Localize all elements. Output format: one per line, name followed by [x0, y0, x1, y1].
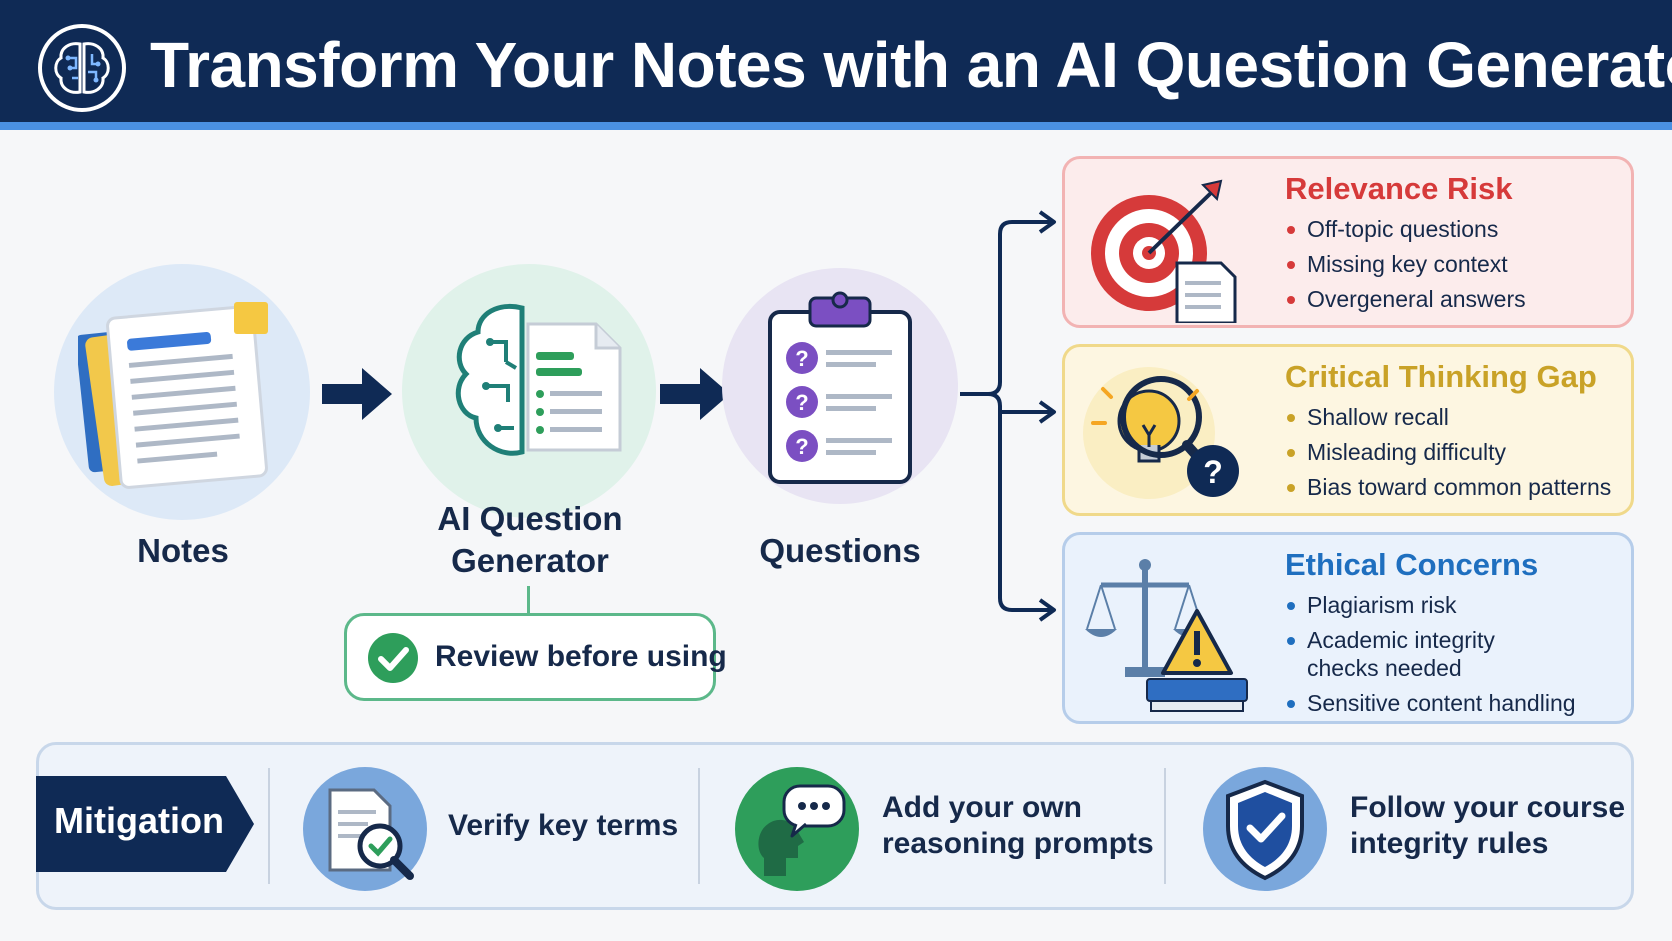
- mitigation-divider: [1164, 768, 1166, 884]
- risk-item: Plagiarism risk: [1285, 591, 1576, 619]
- review-connector: [527, 586, 530, 614]
- page-title: Transform Your Notes with an AI Question…: [150, 29, 1672, 101]
- mitigation-text-reasoning: Add your own reasoning prompts: [882, 790, 1154, 862]
- flow-step-label-notes: Notes: [137, 532, 229, 569]
- mitigation-text-verify: Verify key terms: [448, 808, 678, 844]
- risk-title: Relevance Risk: [1285, 171, 1513, 206]
- branch-connector: [960, 210, 1056, 622]
- risk-item: Academic integrity: [1285, 626, 1576, 654]
- svg-text:?: ?: [1203, 454, 1223, 490]
- risk-item: Off-topic questions: [1285, 215, 1526, 243]
- scales-warning-icon: [1085, 559, 1248, 712]
- svg-text:?: ?: [795, 434, 808, 459]
- risk-card-relevance: Relevance Risk Off-topic questions Missi…: [1062, 156, 1634, 328]
- risk-item: Missing key context: [1285, 250, 1526, 278]
- risk-item: Misleading difficulty: [1285, 438, 1611, 466]
- flow-step-label-questions: Questions: [759, 532, 921, 569]
- clipboard-questions-icon: ? ? ?: [768, 291, 912, 484]
- mitigation-line: Follow your course: [1350, 791, 1626, 824]
- target-arrow-icon: [1091, 179, 1237, 323]
- generator-label-line2: Generator: [451, 542, 609, 579]
- mitigation-divider: [268, 768, 270, 884]
- risk-item: Overgeneral answers: [1285, 285, 1526, 313]
- risk-item-continuation: checks needed: [1307, 655, 1462, 681]
- risk-list: Shallow recall Misleading difficulty Bia…: [1285, 403, 1611, 508]
- svg-text:?: ?: [795, 390, 808, 415]
- mitigation-tag: [36, 776, 254, 872]
- risk-title: Ethical Concerns: [1285, 547, 1539, 582]
- mitigation-divider: [698, 768, 700, 884]
- review-before-using-box: Review before using: [344, 613, 727, 701]
- generator-label-line1: AI Question: [437, 500, 623, 537]
- notes-document-icon: [78, 302, 268, 489]
- risk-item: Shallow recall: [1285, 403, 1611, 431]
- header-bar: [0, 0, 1672, 122]
- svg-text:?: ?: [795, 346, 808, 371]
- shield-check-icon: [1203, 767, 1327, 891]
- mitigation-label: Mitigation: [54, 800, 224, 841]
- risk-list: Off-topic questions Missing key context …: [1285, 215, 1526, 320]
- risk-card-ethical: Ethical Concerns Plagiarism risk Academi…: [1062, 532, 1634, 724]
- risk-title: Critical Thinking Gap: [1285, 359, 1597, 394]
- risk-item: Bias toward common patterns: [1285, 473, 1611, 501]
- lightbulb-magnifier-icon: ?: [1083, 367, 1239, 499]
- mitigation-text-integrity: Follow your course integrity rules: [1350, 790, 1625, 862]
- mitigation-line: Verify key terms: [448, 809, 679, 842]
- brain-document-icon: [455, 304, 622, 456]
- mitigation-line: Add your own: [882, 791, 1082, 824]
- risk-item: Sensitive content handling: [1285, 689, 1576, 717]
- risk-list: Plagiarism risk Academic integrity check…: [1285, 591, 1576, 724]
- mitigation-line: integrity rules: [1350, 827, 1549, 860]
- brain-circuit-icon: [38, 24, 126, 112]
- document-magnifier-icon: [303, 767, 427, 891]
- header-accent-stripe: [0, 122, 1672, 130]
- flow-arrow-right-icon: [660, 368, 730, 420]
- review-label: Review before using: [435, 640, 727, 673]
- flow-arrow-right-icon: [322, 368, 392, 420]
- check-circle-icon: [368, 633, 418, 683]
- person-speech-icon: [735, 767, 859, 891]
- risk-card-critical-thinking: ? Critical Thinking Gap Shallow recall M…: [1062, 344, 1634, 516]
- flow-step-label-generator: AI Question Generator: [404, 498, 656, 582]
- mitigation-line: reasoning prompts: [882, 827, 1154, 860]
